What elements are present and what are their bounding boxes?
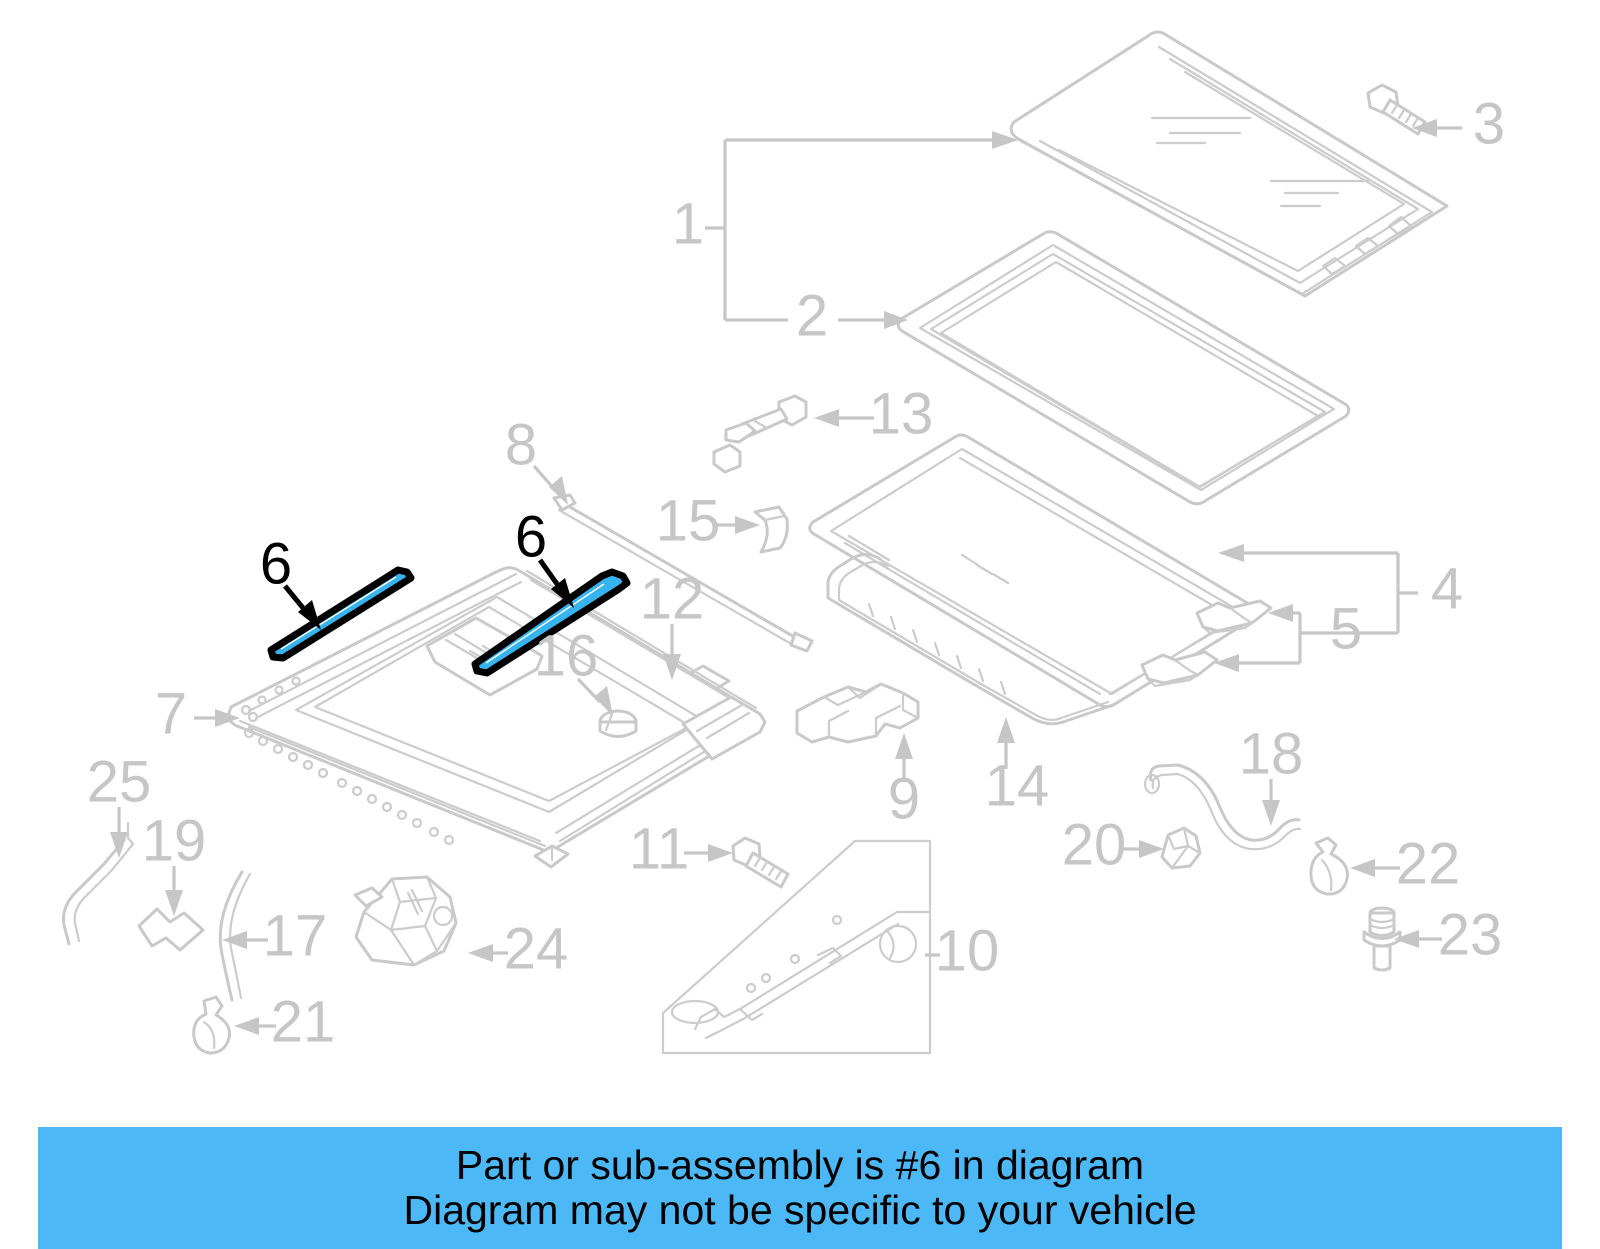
part-3-bolt [1366,83,1427,136]
part-14-weatherstrip-seal [826,553,1115,726]
callout-10: 10 [935,918,1000,983]
callout-6-arrow-right [537,558,574,608]
part-6-highlighted-rail-right [471,568,631,677]
part-1-glass-panel [1009,30,1449,298]
callout-21: 21 [271,989,336,1054]
callout-18: 18 [1239,721,1304,786]
part-22-drain-plug [1309,836,1349,896]
leader-lines [110,119,1462,1035]
callout-20: 20 [1062,812,1127,877]
part-24-drive-motor [353,875,458,967]
part-20-wire-clip [1160,826,1202,870]
part-17-drain-hose [218,870,252,1002]
callout-8: 8 [505,412,537,477]
part-19-hose-clip [137,907,205,952]
callout-4: 4 [1431,556,1463,621]
part-8-deflector-rod [552,493,814,653]
callout-6-arrow-left [283,584,321,630]
callout-22: 22 [1396,831,1461,896]
callout-13: 13 [869,381,934,446]
callout-11: 11 [629,816,689,881]
part-15-slide-shoe [753,505,789,554]
notice-line-2: Diagram may not be specific to your vehi… [403,1187,1197,1233]
callout-16: 16 [534,623,599,688]
part-25-drain-tube [62,816,135,946]
callout-25: 25 [87,749,152,814]
callout-2: 2 [796,283,828,348]
callout-23: 23 [1438,902,1503,967]
callout-15: 15 [656,488,721,553]
part-9-guide-bracket [795,682,920,744]
part-notice-banner: Part or sub-assembly is #6 in diagram Di… [38,1127,1562,1249]
part-13-drive-link [712,394,808,474]
callout-6-left: 6 [260,531,292,596]
callout-19: 19 [142,808,207,873]
callout-1: 1 [672,191,704,256]
callout-7: 7 [155,681,187,746]
part-5-guide-clips [1140,599,1273,688]
callout-17: 17 [263,903,328,968]
callout-3: 3 [1473,91,1505,156]
callout-numbers: 1 2 3 4 5 6 6 7 8 9 10 11 12 13 14 15 16… [87,91,1505,1054]
callout-24: 24 [504,916,569,981]
callout-6-right: 6 [515,504,547,569]
notice-line-1: Part or sub-assembly is #6 in diagram [455,1141,1145,1188]
callout-9: 9 [888,766,920,831]
part-10-rail-inset [661,839,932,1055]
part-2-sunshade-frame [896,230,1351,506]
part-21-drain-grommet [192,995,231,1055]
callout-5: 5 [1330,596,1362,661]
part-11-bolt [731,836,790,889]
callout-12: 12 [640,566,705,631]
part-16-grommet-plug [598,709,638,738]
part-18-drain-hose-right [1143,763,1302,851]
part-6-highlighted-rail-left [267,566,415,662]
callout-14: 14 [985,753,1050,818]
